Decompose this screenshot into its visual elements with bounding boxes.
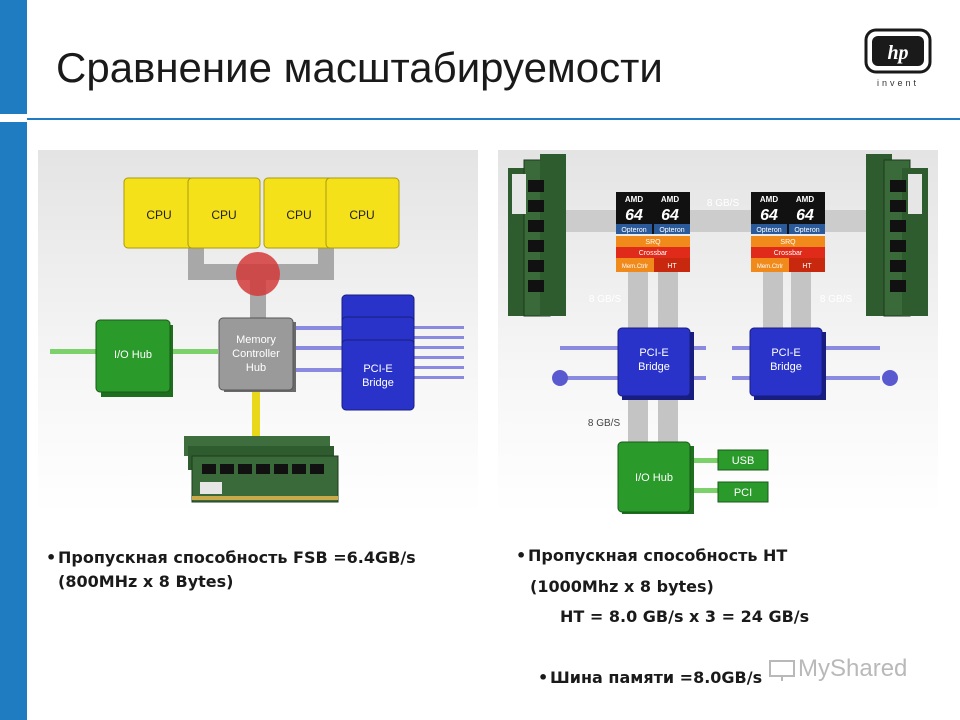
pcie-label-line2: Bridge <box>770 361 802 373</box>
opteron-node-right: AMD AMD 64 64 Opteron Opteron SRQ Crossb… <box>751 192 825 272</box>
bullet-text: Пропускная способность FSB =6.4GB/s <box>58 548 416 567</box>
bullet-dot: • <box>538 668 549 687</box>
logo-tagline: invent <box>877 78 919 88</box>
fsb-bus <box>188 248 334 320</box>
chip-brand: AMD <box>625 195 643 204</box>
slide-title: Сравнение масштабируемости <box>56 44 663 91</box>
cpu-label: CPU <box>349 208 374 222</box>
memory-bus <box>252 390 260 440</box>
cpu-1: CPU <box>123 177 196 249</box>
pcie-label-line1: PCI-E <box>639 347 668 359</box>
pcie-bridge-right: PCI-E Bridge <box>749 327 826 400</box>
chip-name: Opteron <box>621 227 646 234</box>
chip-name: Opteron <box>756 227 781 234</box>
cpu-label: CPU <box>211 208 236 222</box>
bullet-text: HT = 8.0 GB/s x 3 = 24 GB/s <box>560 607 810 626</box>
pcie-label-line1: PCI-E <box>771 347 800 359</box>
memory-dimms-left <box>508 154 566 317</box>
watermark-text: MyShared <box>798 655 908 682</box>
memory-dimms-right <box>866 154 928 317</box>
io-link-2 <box>170 349 218 354</box>
chip-brand: AMD <box>661 195 679 204</box>
usb-label: USB <box>732 455 755 467</box>
io-hub-label: I/O Hub <box>114 349 152 361</box>
pcie-label-line2: Bridge <box>638 361 670 373</box>
pci-label: PCI <box>734 487 752 499</box>
bandwidth-label-mid: 8 GB/S <box>588 418 621 429</box>
crossbar-label: Crossbar <box>774 250 803 257</box>
hp-logo: hp invent <box>864 28 932 88</box>
ht-diagram: AMD AMD 64 64 Opteron Opteron SRQ Crossb… <box>498 150 938 514</box>
bullet-text: Пропускная способность HT <box>528 546 788 565</box>
chip-64: 64 <box>796 207 814 224</box>
usb-box: USB <box>717 449 769 471</box>
bullet-ht-detail: (1000Mhz x 8 bytes) <box>530 577 714 596</box>
ht-link-top <box>558 210 878 232</box>
opteron-node-left: AMD AMD 64 64 Opteron Opteron SRQ Crossb… <box>616 192 690 272</box>
sidebar-accent-bar <box>0 0 27 720</box>
mch-label-line3: Hub <box>246 362 266 374</box>
chip-64: 64 <box>760 207 778 224</box>
cpu-label: CPU <box>146 208 171 222</box>
bullet-text: Шина памяти =8.0GB/s <box>550 668 763 687</box>
pcie-bridge-stack: PCI-E Bridge <box>341 294 415 411</box>
bullet-ht: •Пропускная способность HT <box>516 546 787 565</box>
bottleneck-highlight <box>236 252 280 296</box>
ht-vertical-links <box>628 272 811 442</box>
presentation-icon <box>769 659 795 681</box>
chip-brand: AMD <box>796 195 814 204</box>
memory-controller-hub: Memory Controller Hub <box>218 317 296 392</box>
pcie-side-links <box>552 346 898 386</box>
fsb-diagram: CPU CPU CPU CPU I/O Hub Memory Controlle… <box>38 150 478 514</box>
watermark: MyShared <box>768 655 907 683</box>
bandwidth-label-right: 8 GB/S <box>820 294 853 305</box>
svg-text:hp: hp <box>887 42 908 64</box>
pcie-label-line2: Bridge <box>362 377 394 389</box>
chip-name: Opteron <box>659 227 684 234</box>
bullet-text: (800MHz x 8 Bytes) <box>58 572 234 591</box>
pcie-bridge-left: PCI-E Bridge <box>617 327 694 400</box>
pcie-label-line1: PCI-E <box>363 363 392 375</box>
pci-link <box>692 488 718 493</box>
bullet-dot: • <box>46 548 57 567</box>
pci-box: PCI <box>717 481 769 503</box>
chip-name: Opteron <box>794 227 819 234</box>
bullet-memory-bus: •Шина памяти =8.0GB/s <box>538 668 762 687</box>
chip-64: 64 <box>625 207 643 224</box>
cpu-3: CPU <box>263 177 335 249</box>
bandwidth-label-left: 8 GB/S <box>589 294 622 305</box>
pcie-links <box>296 326 464 379</box>
io-hub-label: I/O Hub <box>635 472 673 484</box>
mem-ctrl-label: Mem.Ctrlr <box>622 264 648 270</box>
bullet-ht-formula: HT = 8.0 GB/s x 3 = 24 GB/s <box>560 607 809 626</box>
bullet-dot: • <box>516 546 527 565</box>
cpu-label: CPU <box>286 208 311 222</box>
bullet-fsb-detail: (800MHz x 8 Bytes) <box>58 572 233 591</box>
cpu-4: CPU <box>325 177 400 249</box>
chip-brand: AMD <box>760 195 778 204</box>
io-hub-right: I/O Hub <box>617 441 694 514</box>
chip-64: 64 <box>661 207 679 224</box>
sidebar-notch <box>0 114 27 122</box>
srq-label: SRQ <box>645 239 661 246</box>
ht-label: HT <box>802 263 812 270</box>
mch-label-line1: Memory <box>236 334 276 346</box>
memory-modules <box>184 436 339 503</box>
bandwidth-label-top: 8 GB/S <box>707 198 740 209</box>
usb-link <box>692 458 718 463</box>
mem-ctrl-label: Mem.Ctrlr <box>757 264 783 270</box>
io-link <box>50 349 98 354</box>
bullet-fsb: •Пропускная способность FSB =6.4GB/s <box>46 548 416 567</box>
ht-label: HT <box>667 263 677 270</box>
title-rule <box>27 118 960 120</box>
crossbar-label: Crossbar <box>639 250 668 257</box>
mch-label-line2: Controller <box>232 348 280 360</box>
cpu-2: CPU <box>187 177 261 249</box>
io-hub: I/O Hub <box>95 319 173 397</box>
srq-label: SRQ <box>780 239 796 246</box>
bullet-text: (1000Mhz x 8 bytes) <box>530 577 714 596</box>
